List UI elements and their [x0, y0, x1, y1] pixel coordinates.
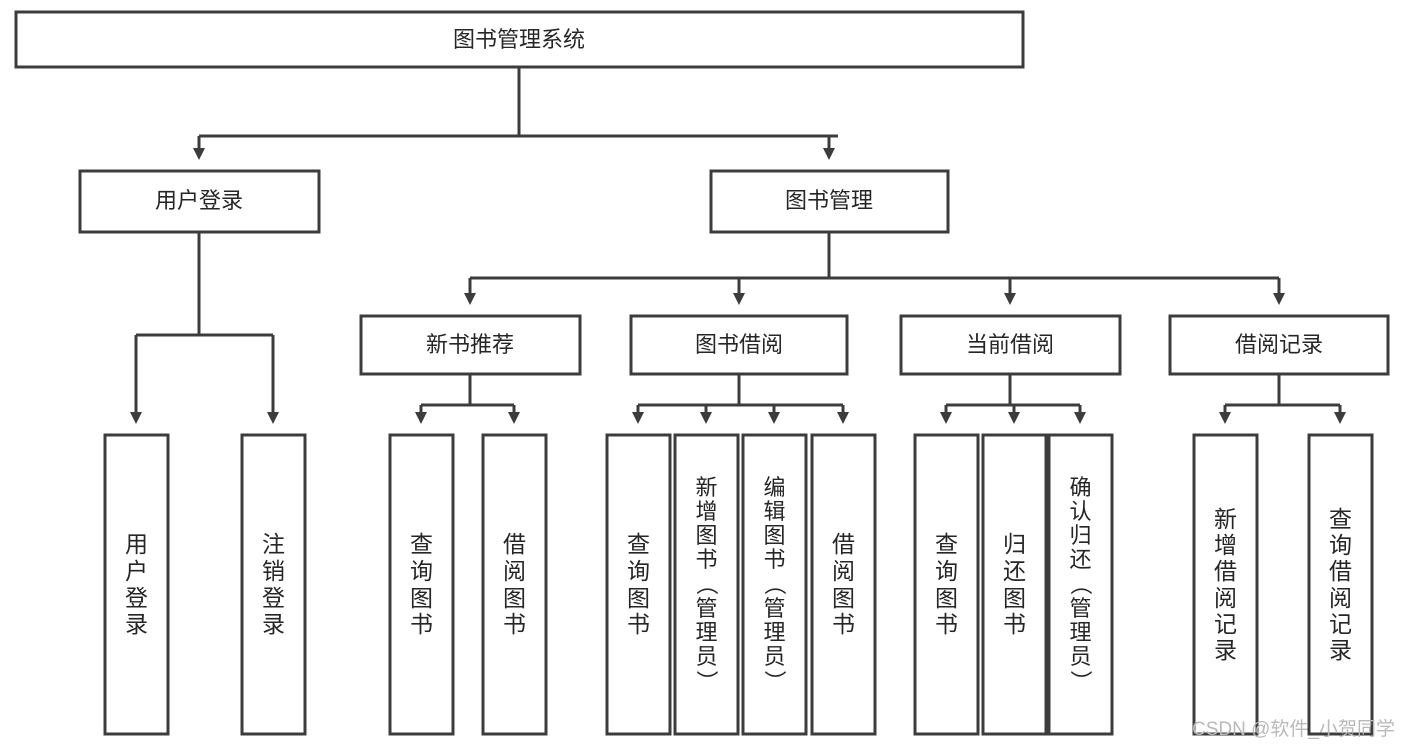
- node-book-borrowing[interactable]: 图书借阅: [629, 314, 849, 376]
- leaf-node-label: 查询图书: [935, 531, 958, 638]
- node-borrowing-records-label: 借阅记录: [1235, 332, 1323, 357]
- leaf-node-label: 借阅图书: [503, 531, 526, 638]
- leaf-node-label: 新增借阅记录: [1214, 505, 1237, 663]
- node-new-book-recommend-label: 新书推荐: [426, 332, 514, 357]
- leaf-node[interactable]: [1192, 433, 1259, 736]
- node-user-login[interactable]: 用户登录: [78, 169, 321, 234]
- connector-borrow-records-to-leaves: [1219, 374, 1346, 424]
- node-book-borrowing-label: 图书借阅: [695, 332, 783, 357]
- connector-user-login-to-leaves: [130, 232, 279, 424]
- connector-new-book-rec-to-leaves: [415, 374, 520, 424]
- leaf-node-label: 借阅图书: [832, 531, 855, 638]
- leaf-node-label: 归还图书: [1003, 531, 1026, 638]
- connector-book-mgmt-to-level2: [464, 232, 1285, 305]
- leaf-node[interactable]: [388, 433, 455, 736]
- node-current-borrowing[interactable]: 当前借阅: [899, 314, 1122, 376]
- leaf-node-label: 编辑图书（管理员）: [762, 474, 788, 693]
- node-borrowing-records[interactable]: 借阅记录: [1168, 314, 1390, 376]
- leaf-node[interactable]: [605, 433, 672, 736]
- leaf-node[interactable]: [1047, 433, 1114, 736]
- leaf-node-label: 查询借阅记录: [1329, 505, 1352, 663]
- leaf-node[interactable]: [741, 433, 808, 736]
- node-root-label: 图书管理系统: [453, 27, 585, 52]
- leaf-node[interactable]: [810, 433, 877, 736]
- node-user-login-label: 用户登录: [155, 188, 243, 213]
- connector-book-borrow-to-leaves: [632, 374, 849, 424]
- node-book-management[interactable]: 图书管理: [709, 169, 950, 234]
- leaf-node-group: [103, 433, 1374, 736]
- leaf-node-label: 注销登录: [262, 531, 285, 638]
- leaf-node[interactable]: [913, 433, 980, 736]
- leaf-node-label: 确认归还（管理员）: [1068, 474, 1094, 693]
- node-current-borrowing-label: 当前借阅: [966, 332, 1054, 357]
- leaf-node-label: 用户登录: [125, 531, 148, 638]
- leaf-node[interactable]: [673, 433, 740, 736]
- leaf-node[interactable]: [981, 433, 1048, 736]
- node-book-management-label: 图书管理: [785, 188, 873, 213]
- leaf-node[interactable]: [1307, 433, 1374, 736]
- leaf-node-label: 新增图书（管理员）: [694, 474, 720, 693]
- node-new-book-recommend[interactable]: 新书推荐: [359, 314, 582, 376]
- leaf-node[interactable]: [240, 433, 307, 736]
- connector-current-borrow-to-leaves: [940, 374, 1086, 424]
- leaf-node-label: 查询图书: [410, 531, 433, 638]
- leaf-node-label: 查询图书: [627, 531, 650, 638]
- node-root-system[interactable]: 图书管理系统: [14, 10, 1025, 69]
- leaf-node[interactable]: [481, 433, 548, 736]
- leaf-node[interactable]: [103, 433, 170, 736]
- connector-root-to-level1: [193, 67, 838, 160]
